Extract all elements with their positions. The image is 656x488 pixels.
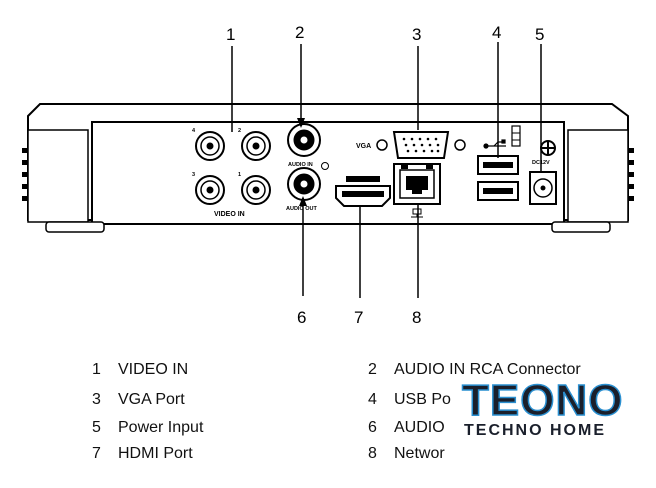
bnc-connector [241, 175, 271, 205]
vga-pins [402, 137, 440, 153]
left-vents [22, 148, 28, 201]
callout-5: 5 [535, 25, 544, 44]
bnc-connector [195, 175, 225, 205]
port-4-label: 4 [192, 128, 196, 134]
network-icon [411, 208, 423, 218]
audio-connectors [287, 123, 321, 201]
logo-wordmark: TEONO [461, 376, 624, 425]
usb-icon [483, 139, 506, 149]
bnc-connector [195, 131, 225, 161]
port-2-label: 2 [238, 128, 241, 134]
right-foot [551, 221, 611, 233]
callout-1: 1 [226, 25, 235, 44]
callout-3: 3 [412, 25, 421, 44]
left-foot [45, 221, 105, 233]
audio-out-label: AUDIO OUT [286, 206, 318, 212]
port-3-label: 3 [192, 172, 195, 178]
teono-logo: TEONO TECHNO HOME [452, 376, 652, 446]
callout-4: 4 [492, 23, 501, 42]
hdmi-logo [346, 176, 380, 182]
right-vents [628, 148, 634, 201]
callout-arrowheads [297, 118, 307, 206]
logo-tagline: TECHNO HOME [464, 422, 606, 439]
video-in-connectors [195, 131, 271, 205]
video-in-label: VIDEO IN [214, 211, 245, 218]
callout-6: 6 [297, 308, 306, 327]
callout-7: 7 [354, 308, 363, 327]
callout-2: 2 [295, 23, 304, 42]
port-1-label: 1 [238, 172, 241, 178]
vga-label: VGA [356, 143, 371, 150]
audio-in-label: AUDIO IN [288, 162, 313, 168]
ground-screw-icon [321, 162, 329, 170]
callout-8: 8 [412, 308, 421, 327]
callout-lines [231, 42, 542, 298]
bnc-connector [241, 131, 271, 161]
